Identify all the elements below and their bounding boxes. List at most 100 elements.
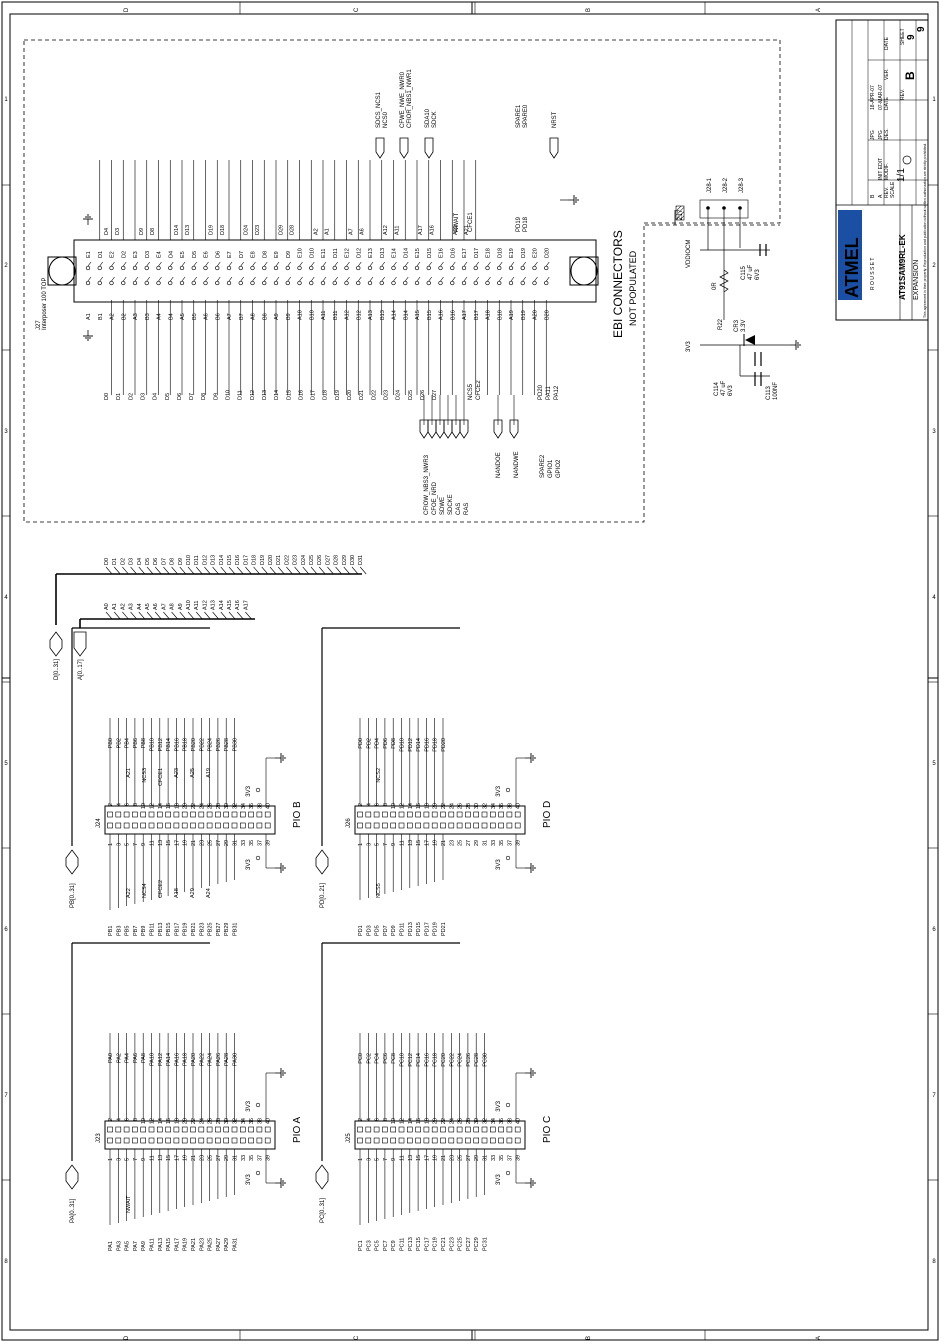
wire <box>228 276 233 282</box>
net-label: NRST <box>552 111 558 128</box>
pin-icon <box>191 265 196 271</box>
pin-number: 19 <box>183 1155 189 1161</box>
bus-member-label: D5 <box>145 558 151 565</box>
pin-number: 39 <box>266 1155 272 1161</box>
pin-label: A2 <box>110 313 116 320</box>
wire <box>318 566 326 575</box>
zone-col-label: C <box>354 1335 360 1340</box>
pin-label: D12 <box>356 248 362 258</box>
pin-icon <box>481 811 488 818</box>
connector-title: PIO B <box>292 801 303 828</box>
signal-label: PA30 <box>233 1053 239 1066</box>
pin-label: D11 <box>333 248 339 258</box>
wire <box>287 276 291 282</box>
signal-label: PA0 <box>108 1053 114 1063</box>
pin-icon <box>250 265 255 271</box>
signal-label: D18 <box>323 390 329 400</box>
signal-label: PC24 <box>458 1053 464 1067</box>
pin-icon <box>156 280 161 286</box>
signal-label: PD4 <box>375 738 381 749</box>
net-label: 3V3 <box>496 1100 502 1111</box>
wire <box>220 566 228 575</box>
pin-number: 5 <box>125 843 131 846</box>
pin-icon <box>356 280 361 286</box>
wire <box>113 566 121 575</box>
pin-number: 27 <box>466 840 472 846</box>
wire <box>302 566 310 575</box>
pin-number: 32 <box>233 1118 239 1124</box>
pin-label: D4 <box>168 251 174 258</box>
bus-label: PB[0..31] <box>70 883 76 908</box>
pin-icon <box>273 280 279 286</box>
signal-label: PB7 <box>133 926 139 936</box>
signal-label: PC28 <box>474 1053 480 1067</box>
pin-number: 2 <box>108 803 114 806</box>
zone-row-label: 3 <box>4 429 8 435</box>
bus-member-label: D9 <box>178 558 184 565</box>
pin-icon <box>238 280 243 286</box>
pin-label: B6 <box>215 313 221 320</box>
wire <box>113 611 121 620</box>
pin-icon <box>423 811 430 818</box>
part-value: 6V3 <box>728 385 734 396</box>
pin-label: A7 <box>227 313 233 320</box>
wire <box>546 276 550 282</box>
signal-label: D18 <box>220 225 226 235</box>
signal-label: PD8 <box>391 738 397 749</box>
logo-subtext: R O U S S E T <box>870 258 876 290</box>
bus-member-label: D30 <box>350 555 356 565</box>
pin-label: B9 <box>286 313 292 320</box>
pin-label: D16 <box>450 248 456 258</box>
pin-number: 13 <box>408 840 414 846</box>
signal-label: D5 <box>165 393 171 400</box>
pin-number: 17 <box>174 840 180 846</box>
bus-member-label: A4 <box>137 603 143 610</box>
wire <box>170 276 174 282</box>
zone-col-label: B <box>586 1336 592 1340</box>
pin-icon <box>140 1137 146 1144</box>
pin-icon <box>264 1137 271 1144</box>
pin-number: 28 <box>216 1118 222 1124</box>
pin-number: 5 <box>375 843 381 846</box>
bus-member-label: D28 <box>334 555 340 565</box>
bus-member-label: D12 <box>202 555 208 565</box>
pin-number: 34 <box>491 803 497 809</box>
signal-label: PA28 <box>224 1053 230 1066</box>
pin-label: B18 <box>497 310 503 320</box>
wire <box>343 566 351 575</box>
signal-label: PC13 <box>408 1237 414 1251</box>
offpage-connector-icon <box>49 631 63 657</box>
pin-label: B4 <box>168 313 174 320</box>
wire <box>123 261 127 267</box>
pin-number: 8 <box>383 1118 389 1121</box>
zone-row-label: 3 <box>932 429 936 435</box>
wire <box>275 261 280 267</box>
pin-number: 3 <box>116 843 122 846</box>
pin-icon <box>181 1126 188 1133</box>
pin-number: 15 <box>166 1155 172 1161</box>
signal-label: PD17 <box>424 922 430 936</box>
signal-label: PC21 <box>441 1237 447 1251</box>
bus-member-label: D15 <box>227 555 233 565</box>
pin-icon <box>140 811 146 818</box>
pin-icon <box>373 1126 380 1133</box>
pin-icon <box>157 1137 163 1144</box>
wire <box>179 566 187 575</box>
signal-label: PB2 <box>116 738 122 748</box>
pin-icon <box>156 265 161 271</box>
pin-number: 32 <box>233 803 239 809</box>
net-label: 3V3 <box>686 341 692 352</box>
signal-label: PA12 <box>158 1053 164 1066</box>
pin-number: 12 <box>150 803 156 809</box>
pin-number: 19 <box>433 840 439 846</box>
pin-icon <box>144 265 149 271</box>
wire <box>163 566 170 575</box>
signal-label: PB16 <box>174 738 180 751</box>
pin-icon <box>508 280 514 286</box>
pin-icon <box>423 1126 430 1133</box>
pin-number: 39 <box>266 840 272 846</box>
ground-icon <box>525 753 536 763</box>
signal-label: D10 <box>226 390 232 400</box>
